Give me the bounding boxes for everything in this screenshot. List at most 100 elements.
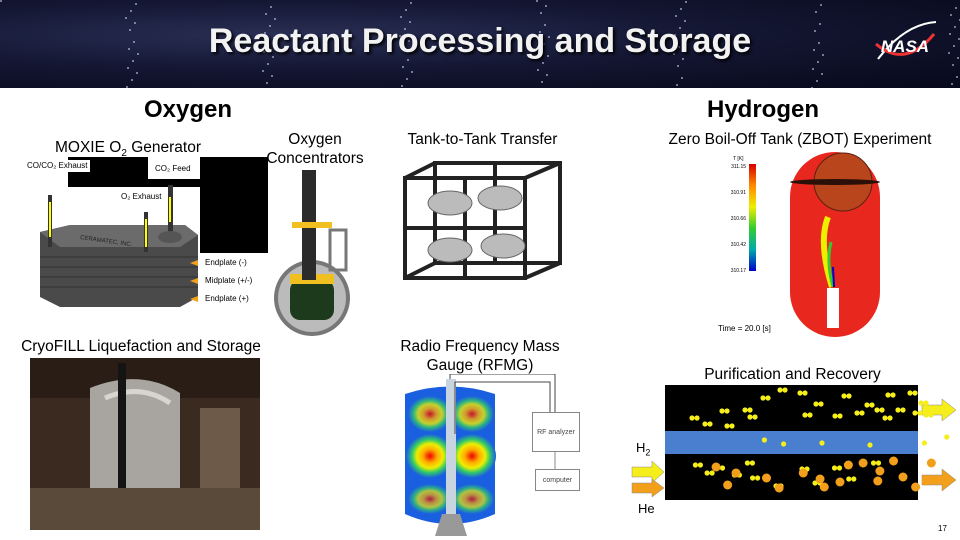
star: [818, 42, 820, 44]
star: [822, 54, 824, 56]
h2-molecule-atom: [807, 412, 813, 418]
star: [811, 87, 813, 88]
star: [545, 5, 547, 7]
star: [955, 7, 957, 9]
h2-molecule-atom: [724, 408, 730, 414]
star: [673, 53, 675, 55]
h2-molecule-atom: [912, 390, 918, 396]
nasa-logo: NASA: [875, 21, 937, 60]
star: [542, 62, 544, 64]
star: [814, 30, 816, 32]
star: [541, 81, 543, 83]
h2-molecule-atom: [887, 415, 893, 421]
star: [403, 47, 405, 49]
h2-molecule-atom: [832, 413, 838, 419]
star: [400, 16, 402, 18]
star: [536, 0, 538, 2]
o2-exhaust-label: O₂ Exhaust: [118, 191, 165, 203]
scale-title: T [K]: [733, 156, 744, 162]
star: [274, 18, 276, 20]
helium-atom: [723, 480, 733, 490]
h2-molecule-atom: [744, 460, 750, 466]
simulation-time: Time = 20.0 [s]: [718, 324, 771, 333]
scale-tick-label: 311.15: [731, 164, 746, 170]
star: [674, 34, 676, 36]
star: [678, 46, 680, 48]
star: [684, 20, 686, 22]
helium-atom: [858, 458, 868, 468]
helium-atom: [875, 466, 885, 476]
co-exhaust-label: CO/CO₂ Exhaust: [24, 160, 91, 172]
star: [127, 67, 129, 69]
h2-molecule-atom: [846, 476, 852, 482]
star: [682, 58, 684, 60]
rfmg-image: RF analyzer computer: [390, 374, 590, 536]
purification-caption: Purification and Recovery: [704, 366, 881, 383]
h2-molecule-atom: [749, 460, 755, 466]
star: [406, 78, 408, 80]
h2-molecule-atom: [747, 414, 753, 420]
cryofill-caption: CryoFILL Liquefaction and Storage: [21, 338, 261, 355]
helium-atom: [898, 472, 908, 482]
helium-atom: [843, 460, 853, 470]
oxygen-heading: Oxygen: [143, 96, 233, 123]
star: [125, 17, 127, 19]
star: [538, 50, 540, 52]
h2-molecule-atom: [885, 392, 891, 398]
h2-molecule-atom: [747, 407, 753, 413]
star: [404, 28, 406, 30]
hydrogen-heading: Hydrogen: [706, 96, 819, 123]
star: [544, 24, 546, 26]
h2-molecule-atom: [879, 407, 885, 413]
h2-molecule-atom: [837, 413, 843, 419]
h2-molecule-atom: [912, 410, 918, 416]
star: [816, 80, 818, 82]
endplate-minus-label: Endplate (-): [202, 257, 250, 269]
midplate-label: Midplate (+/-): [202, 275, 256, 287]
star: [401, 85, 403, 87]
h2-molecule-atom: [818, 401, 824, 407]
star: [264, 32, 266, 34]
helium-atom: [731, 468, 741, 478]
star: [957, 57, 959, 59]
h2-atom-in-membrane: [761, 437, 767, 443]
star: [948, 52, 950, 54]
h2-molecule-atom: [900, 407, 906, 413]
star: [675, 15, 677, 17]
h2-molecule-atom: [870, 460, 877, 466]
scale-tick-label: 310.42: [730, 242, 746, 248]
star: [949, 33, 951, 35]
star: [958, 38, 960, 40]
star: [262, 70, 264, 72]
helium-atom: [711, 462, 721, 472]
h2-molecule-atom: [854, 410, 860, 416]
star: [680, 8, 682, 10]
h2-atom-in-membrane: [781, 441, 787, 447]
helium-atom: [911, 482, 921, 492]
h2-molecule-atom: [923, 400, 929, 406]
star: [271, 75, 273, 77]
star: [953, 45, 955, 47]
h2-molecule-atom: [765, 395, 771, 401]
temperature-colorbar: [749, 164, 756, 271]
star: [137, 53, 139, 55]
moxie-caption: MOXIE O2 Generator: [55, 139, 201, 160]
star: [540, 12, 542, 14]
h2-molecule-atom: [917, 410, 923, 416]
star: [410, 2, 412, 4]
star: [134, 22, 136, 24]
star: [133, 41, 135, 43]
helium-atom: [798, 468, 808, 478]
star: [399, 35, 401, 37]
h2-molecule-atom: [750, 475, 756, 481]
h2-molecule-atom: [869, 402, 875, 408]
tank-transfer-image: [403, 161, 562, 280]
star: [677, 65, 679, 67]
cryofill-photo: [30, 358, 260, 530]
scale-tick-label: 310.66: [730, 216, 746, 222]
star: [954, 26, 956, 28]
star: [821, 73, 823, 75]
star: [543, 43, 545, 45]
star: [405, 9, 407, 11]
